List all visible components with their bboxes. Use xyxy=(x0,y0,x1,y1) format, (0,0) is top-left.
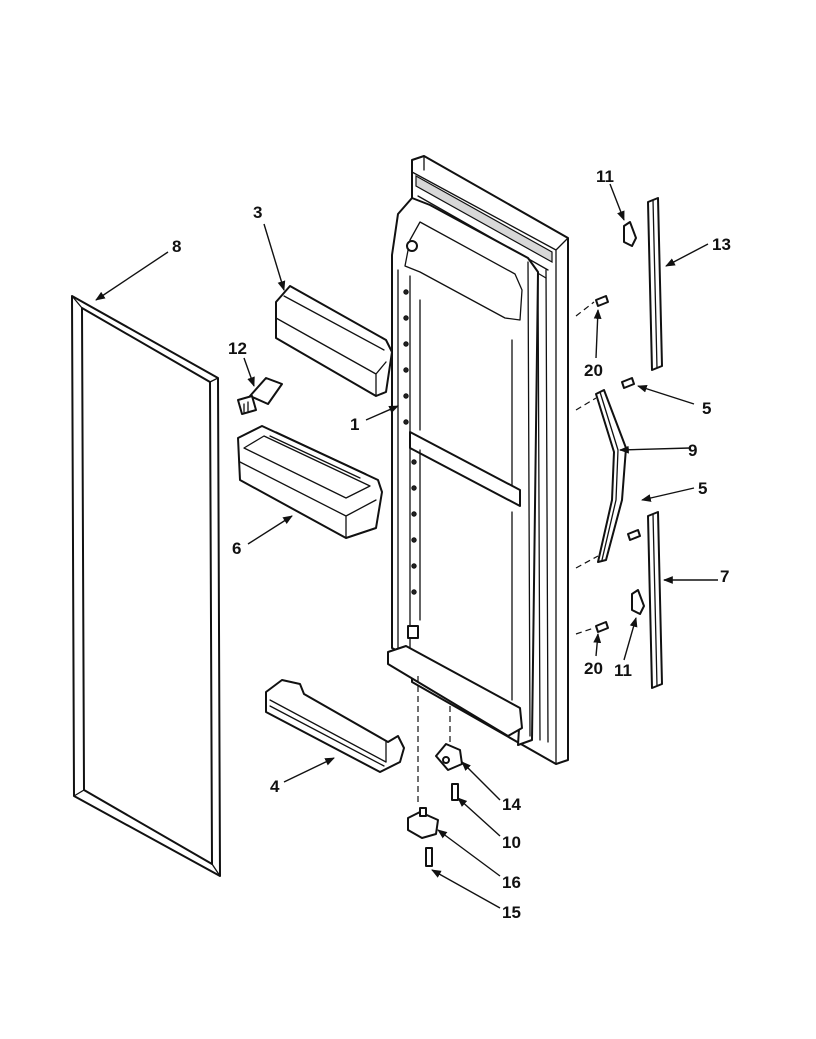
screw-upper-part xyxy=(595,295,609,307)
callout-10: 10 xyxy=(502,833,521,852)
callout-5-lower: 5 xyxy=(698,479,707,498)
leader-lines xyxy=(95,183,718,909)
door-gasket-part xyxy=(71,295,221,877)
alignment-lines xyxy=(417,301,599,806)
refrigerator-door-part xyxy=(387,155,569,765)
callout-13: 13 xyxy=(712,235,731,254)
trim-strip-upper-part xyxy=(647,197,663,371)
hinge-bracket-part xyxy=(435,743,463,771)
screw-lower-part xyxy=(595,621,609,633)
screw-handle-upper-part xyxy=(621,377,635,389)
callout-7: 7 xyxy=(720,567,729,586)
callout-15: 15 xyxy=(502,903,521,922)
callout-3: 3 xyxy=(253,203,262,222)
door-handle-part xyxy=(595,389,627,563)
callout-16: 16 xyxy=(502,873,521,892)
callout-6: 6 xyxy=(232,539,241,558)
clip-lower-part xyxy=(631,589,645,615)
callout-14: 14 xyxy=(502,795,521,814)
door-shelf-part xyxy=(265,679,405,773)
hinge-screw-part xyxy=(451,783,459,801)
hinge-pin-part xyxy=(407,807,439,839)
callout-12: 12 xyxy=(228,339,247,358)
callout-1: 1 xyxy=(350,415,359,434)
clip-upper-part xyxy=(623,221,637,247)
callout-5-upper: 5 xyxy=(702,399,711,418)
callout-11-lower: 11 xyxy=(614,661,632,680)
dairy-door-part xyxy=(275,285,393,397)
callout-labels: 8 3 12 1 6 4 11 13 20 5 9 5 7 11 20 14 1… xyxy=(172,167,731,922)
screw-handle-lower-part xyxy=(627,529,641,541)
callout-11-upper: 11 xyxy=(596,167,614,186)
callout-9: 9 xyxy=(688,441,697,460)
callout-20-upper: 20 xyxy=(584,361,603,380)
callout-8: 8 xyxy=(172,237,181,256)
bin-part xyxy=(237,425,383,539)
trim-strip-lower-part xyxy=(647,511,663,689)
callout-4: 4 xyxy=(270,777,280,796)
callout-20-lower: 20 xyxy=(584,659,603,678)
hinge-bolt-part xyxy=(425,847,433,867)
bracket-part xyxy=(237,377,283,415)
